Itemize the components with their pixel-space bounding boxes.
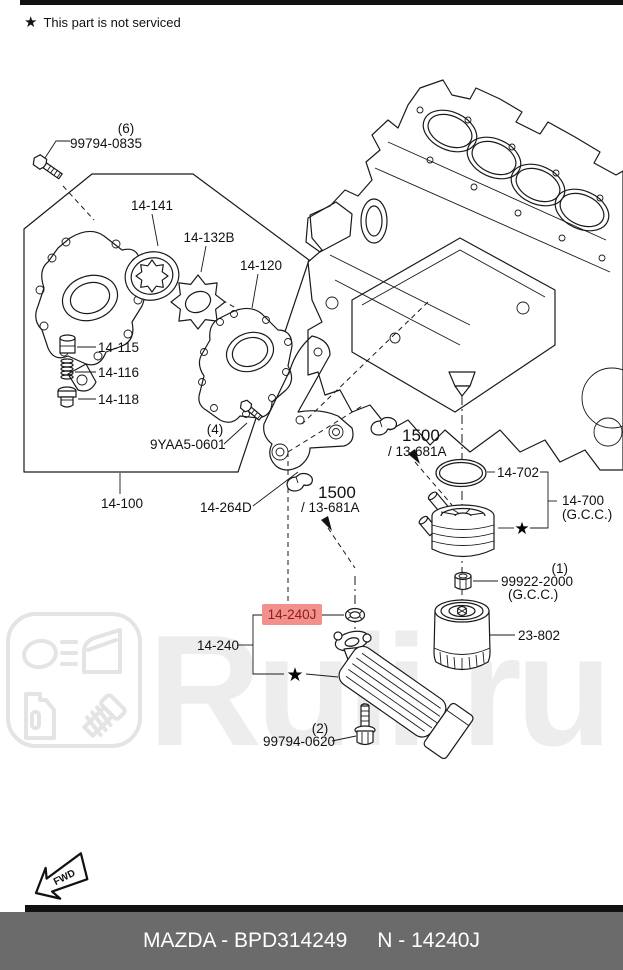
oring-14-702 [435,458,487,488]
clip-icon [370,416,397,436]
label-clip1-num: 1500 [402,426,440,445]
oil-pump-cover [35,230,145,392]
not-serviced-star: ★ [514,519,529,538]
clip-icon [286,472,313,492]
label-rotor: 14-141 [131,198,173,213]
label-bolt2: 99794-0620 [263,734,335,749]
watermark-logo-frame [6,612,142,748]
bolt-9yaa5-0601 [239,399,263,421]
note-star-icon: ★ [24,14,38,31]
plug-14-115 [59,334,76,354]
note-text: This part is not serviced [43,15,181,30]
selected-part-highlight[interactable]: 14-240J [262,604,322,625]
label-strainer-assembly: 14-240 [197,638,239,653]
label-clip2-sub: / 13-681A [301,500,360,515]
label-plug115: 14-115 [98,340,139,355]
footer-catalog-number: MAZDA - BPD314249 [143,929,348,952]
label-nut: 99922-2000 [501,574,573,589]
label-washer-selected[interactable]: 14-240J [268,607,317,622]
label-cooler: 14-700 [562,493,604,508]
highlight-box[interactable] [262,604,322,625]
pump-assembly-box [23,173,310,473]
label-bolt4-qty: (4) [207,422,224,437]
engine-block [305,79,623,471]
oil-filter [433,599,491,671]
label-gasket: 14-264D [200,500,252,515]
label-spring116: 14-116 [98,365,139,380]
label-nut-region: (G.C.C.) [508,587,558,602]
nut-99922-2000 [454,571,472,591]
shock-absorber-icon [82,693,127,738]
oil-strainer [333,630,474,760]
washer-14-240j [344,607,366,623]
pump-outer-rotor [124,251,180,301]
footer-part-ref: N - 14240J [377,929,480,952]
cylinder-bores [422,109,610,232]
label-clip2-num: 1500 [318,483,356,502]
oil-jug-icon [24,692,56,740]
label-bolt4: 9YAA5-0601 [150,437,226,452]
watermark-logo [6,612,142,748]
label-clip1-sub: / 13-681A [388,444,447,459]
label-oring: 14-702 [497,465,539,480]
headlight-icon [22,638,78,670]
label-nut-qty: (1) [552,561,569,576]
label-plate: 14-120 [240,258,282,273]
fwd-arrow: FWD [34,852,89,900]
part-labels: (6) 99794-0835 14-141 14-132B 14-120 14-… [70,121,612,749]
bottom-border-bar [25,905,623,912]
label-pump-assembly: 14-100 [101,496,143,511]
label-plug118: 14-118 [98,392,139,407]
oil-cooler-boss [448,371,476,397]
gasket-14-264d [263,335,354,471]
spring-14-116 [60,358,74,380]
footer-bar: MAZDA - BPD314249 N - 14240J [0,912,623,970]
bolt-99794-0620 [354,703,376,746]
label-cooler-region: (G.C.C.) [562,507,612,522]
not-serviced-note: ★ This part is not serviced [24,13,181,31]
not-serviced-star: ★ [286,665,303,686]
label-bolt2-qty: (2) [312,721,329,736]
leader-lines [44,140,557,742]
oil-cooler [418,491,495,558]
bolt-99794-0835 [32,154,63,180]
label-filter: 23-802 [518,628,560,643]
top-border-bar [20,0,623,5]
car-door-icon [82,628,122,674]
label-gear: 14-132B [183,230,234,245]
arrowhead [408,449,420,464]
label-bolt6-qty: (6) [118,121,135,136]
arrowhead [321,516,332,531]
plug-14-118 [57,386,77,408]
pump-inner-rotor [170,274,226,330]
label-bolt6: 99794-0835 [70,136,142,151]
deck-bolt-holes [416,106,606,262]
